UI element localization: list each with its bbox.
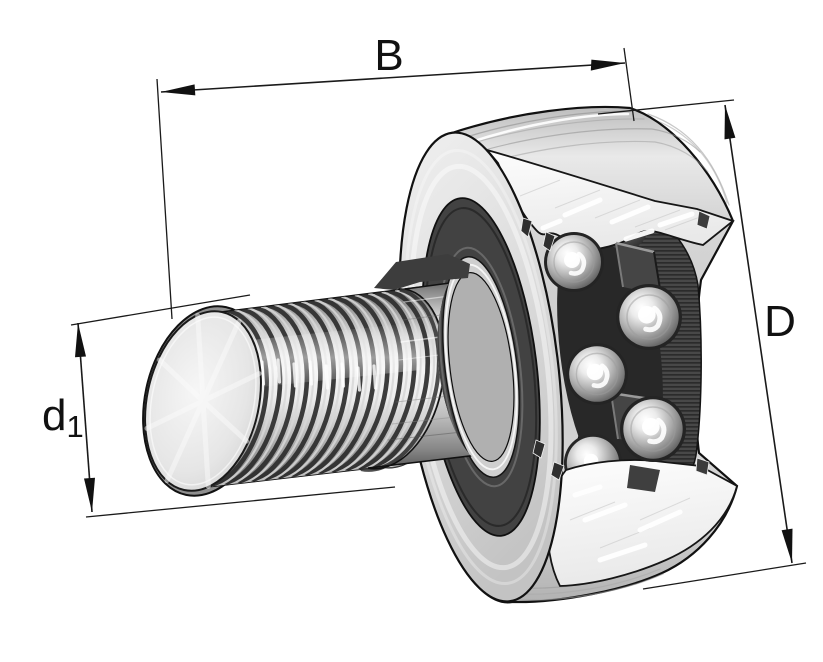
dimension-annotations: B D d1 (42, 31, 807, 590)
label-width-B: B (374, 31, 403, 80)
shield-clip-tabs (695, 210, 711, 476)
arrowhead-bottom (781, 528, 793, 563)
label-outer-diameter-D: D (764, 297, 796, 346)
bearing-ball (544, 232, 604, 292)
label-stud-diameter-d1: d1 (42, 391, 84, 444)
threaded-stud (142, 272, 492, 497)
dimension-width-B: B (156, 31, 635, 320)
cut-face-highlights (540, 197, 695, 242)
bearing-ball (620, 396, 686, 462)
cut-section-top (484, 148, 735, 251)
dimension-stud-diameter-d1: d1 (42, 294, 396, 518)
arrowhead-bottom (84, 477, 95, 512)
extension-line (642, 562, 807, 590)
shadow-above-shaft (374, 254, 470, 290)
cage-pocket-bottom (627, 465, 660, 492)
extension-line (70, 294, 251, 326)
stud-end-face (144, 310, 262, 492)
arrowhead-top (75, 323, 86, 358)
dimension-line-d (724, 104, 793, 564)
extension-line (156, 78, 173, 320)
dimension-outer-diameter-D: D (597, 99, 807, 590)
arrowhead-left (161, 84, 196, 96)
seal-clip-tabs (520, 217, 565, 481)
seal-lip-highlight (438, 246, 524, 488)
dimension-line-b (160, 62, 626, 93)
extension-line (597, 99, 735, 115)
bearing-ball (566, 343, 628, 405)
bearing-ball (616, 284, 682, 350)
arrowhead-right (590, 59, 625, 71)
end-face-star (144, 313, 262, 489)
extension-line (623, 47, 635, 122)
extension-line (85, 486, 396, 518)
arrowhead-top (724, 105, 736, 140)
bore-face (447, 272, 515, 462)
